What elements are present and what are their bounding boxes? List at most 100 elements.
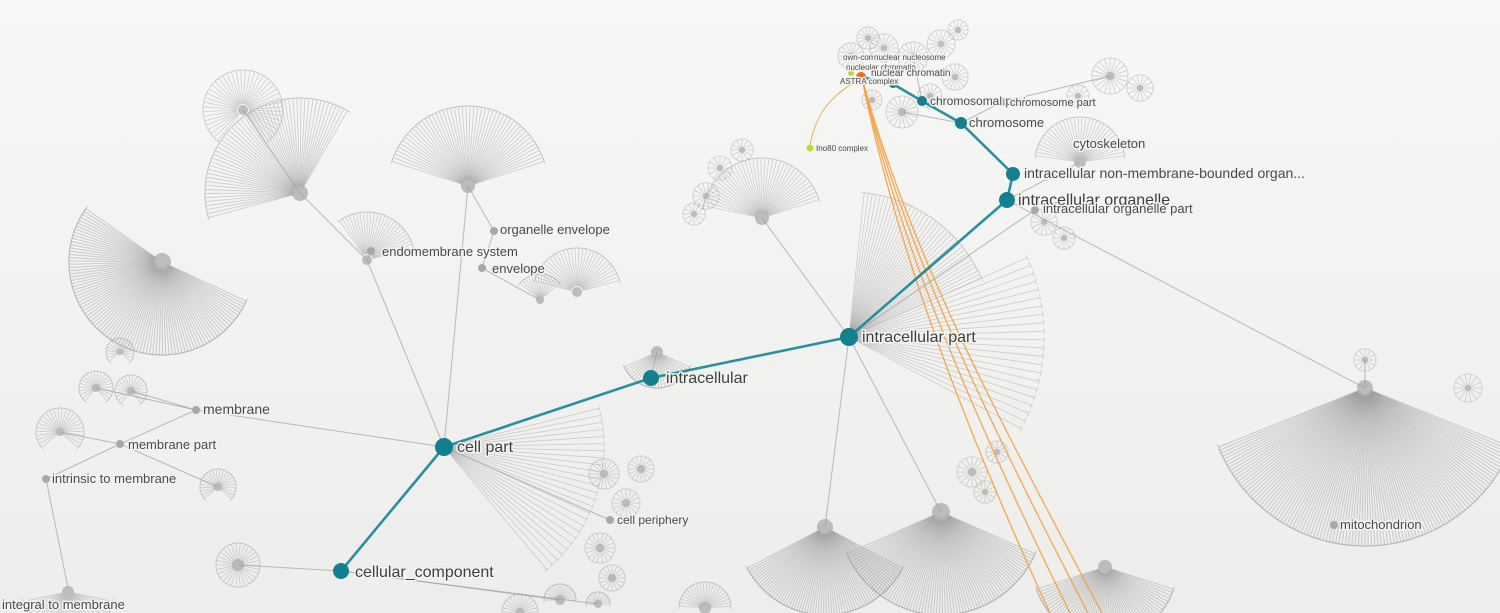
fan-cluster — [517, 273, 563, 304]
term-node[interactable] — [42, 475, 50, 483]
fan-cluster — [682, 202, 706, 226]
term-node[interactable] — [367, 247, 375, 255]
orange-edge — [861, 77, 1051, 613]
fan-cluster — [35, 407, 85, 450]
graph-edge — [242, 109, 301, 194]
fan-cluster — [447, 405, 605, 572]
term-label[interactable]: own-complex — [842, 52, 892, 64]
node-intracellular[interactable] — [643, 370, 659, 386]
fan-cluster — [1126, 74, 1154, 102]
term-label[interactable]: mitochondrion — [1339, 516, 1424, 534]
fan-cluster — [926, 29, 956, 59]
term-label[interactable]: membrane part — [127, 436, 219, 454]
term-label[interactable]: intracellular — [665, 369, 750, 389]
term-node[interactable] — [1031, 206, 1039, 214]
graph-edge — [481, 267, 541, 301]
term-node[interactable] — [998, 98, 1006, 106]
fan-cluster — [1030, 208, 1058, 236]
graph-edge — [848, 336, 942, 513]
term-label[interactable]: chromosome — [968, 114, 1046, 132]
term-label[interactable]: nuclear nucleosome — [873, 52, 948, 64]
node-intracellular-non-membrane-bounded-organelle[interactable] — [1006, 167, 1020, 181]
fan-cluster — [941, 63, 969, 91]
fan-cluster — [837, 42, 865, 70]
fan-cluster — [1034, 116, 1126, 168]
term-label[interactable]: cytoskeleton — [1072, 135, 1147, 153]
term-label[interactable]: integral to membrane — [1, 596, 127, 613]
gray-edges — [45, 56, 1366, 605]
graph-edge — [1001, 75, 1111, 103]
fan-cluster — [584, 532, 616, 564]
term-label[interactable]: ASTRA complex — [839, 76, 900, 88]
node-path-junction[interactable] — [889, 80, 897, 88]
fan-cluster — [202, 69, 284, 143]
graph-edge — [912, 56, 923, 102]
fan-cluster — [533, 247, 621, 297]
graph-edge — [848, 209, 1036, 338]
path-nodes — [333, 70, 1020, 579]
term-node[interactable] — [606, 516, 614, 524]
node-cell-part[interactable] — [435, 438, 453, 456]
term-label[interactable]: cellular_component — [354, 563, 496, 583]
fan-cluster — [1091, 57, 1129, 95]
node-intracellular-organelle[interactable] — [999, 192, 1015, 208]
fan-cluster — [1052, 226, 1076, 250]
term-label[interactable]: intracellular non-membrane-bounded organ… — [1023, 164, 1307, 183]
graph-edge — [761, 217, 850, 338]
node-chromosome[interactable] — [955, 117, 967, 129]
node-nuclear-chromatin[interactable] — [856, 72, 866, 82]
node-intracellular-part[interactable] — [840, 328, 858, 346]
term-label[interactable]: cell periphery — [616, 512, 690, 529]
term-label[interactable]: endomembrane system — [381, 243, 520, 261]
orange-edge — [861, 77, 1089, 613]
graph-edge — [299, 192, 368, 261]
gray-term-nodes — [42, 98, 1338, 529]
node-chromosomal-part[interactable] — [917, 96, 927, 106]
graph-edge — [45, 478, 69, 589]
fan-cluster — [1353, 348, 1377, 372]
graph-edge — [443, 185, 469, 448]
graph-edge — [901, 111, 962, 124]
fan-cluster — [885, 95, 919, 129]
fan-cluster — [627, 455, 655, 483]
fan-cluster — [956, 456, 988, 488]
term-label[interactable]: organelle envelope — [499, 221, 612, 239]
node-ino80-complex[interactable] — [806, 144, 814, 152]
term-label[interactable]: membrane — [202, 400, 272, 419]
fan-cluster — [707, 155, 733, 181]
graph-edge — [824, 336, 850, 528]
term-node[interactable] — [490, 227, 498, 235]
term-label[interactable]: Ino80 complex — [815, 143, 870, 155]
node-cellular-component[interactable] — [333, 563, 349, 579]
fan-cluster — [598, 564, 626, 592]
term-label[interactable]: intracellular part — [861, 328, 978, 348]
term-label[interactable]: chromosome part — [1009, 96, 1098, 111]
term-label[interactable]: nucleolar chromatin — [845, 62, 918, 74]
term-node[interactable] — [192, 406, 200, 414]
term-labels: cellular_component cell part intracellular… — [1, 52, 1424, 613]
term-label[interactable]: intrinsic to membrane — [51, 470, 178, 488]
highlighted-edge — [892, 82, 923, 103]
term-label[interactable]: cell part — [456, 438, 516, 458]
term-label[interactable]: chromosomal part — [929, 93, 1029, 110]
term-node[interactable] — [1330, 521, 1338, 529]
fan-cluster — [1066, 84, 1090, 108]
term-node[interactable] — [116, 440, 124, 448]
term-label[interactable]: intracellular organelle part — [1042, 200, 1195, 218]
fan-cluster — [985, 440, 1009, 464]
term-label[interactable]: nuclear chromatin — [870, 67, 952, 81]
fan-cluster — [1216, 380, 1500, 547]
term-label[interactable]: intracellular organelle — [1017, 191, 1172, 211]
node-accessory-complex[interactable] — [848, 70, 854, 76]
term-label[interactable]: envelope — [491, 260, 547, 278]
graph-edge — [45, 443, 121, 480]
fan-cluster — [692, 182, 720, 210]
orange-edge — [861, 77, 1071, 613]
graph-edge — [443, 446, 611, 521]
term-node[interactable] — [478, 264, 486, 272]
fan-cluster — [199, 468, 237, 502]
graph-edge — [1006, 161, 1081, 201]
